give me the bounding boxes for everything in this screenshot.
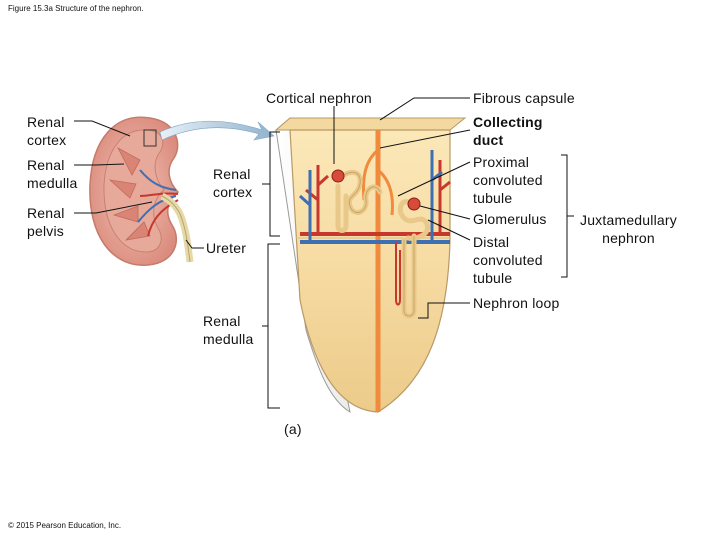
magnify-arrow [159, 120, 275, 141]
juxtamedullary-nephron-label: Juxtamedullary nephron [580, 212, 677, 246]
left-renal-pelvis-label: Renal pelvis [27, 205, 65, 239]
ureter-label: Ureter [206, 240, 247, 256]
kidney-cross-section [89, 116, 194, 266]
cortical-nephron-label: Cortical nephron [266, 90, 372, 106]
middle-renal-cortex-label: Renal cortex [213, 166, 253, 200]
glomerulus-label: Glomerulus [473, 211, 547, 227]
left-renal-cortex-label: Renal cortex [27, 114, 67, 148]
collecting-duct-label: Collecting duct [473, 114, 543, 148]
middle-renal-medulla-label: Renal medulla [203, 313, 254, 347]
copyright-notice: © 2015 Pearson Education, Inc. [8, 521, 122, 530]
proximal-convoluted-tubule-label: Proximal convoluted tubule [473, 154, 543, 206]
leader-lines [74, 97, 574, 409]
left-renal-medulla-label: Renal medulla [27, 157, 78, 191]
kidney-wedge [274, 117, 467, 414]
figure-title: Figure 15.3a Structure of the nephron. [8, 4, 144, 13]
fibrous-capsule-label: Fibrous capsule [473, 90, 575, 106]
nephron-loop-label: Nephron loop [473, 295, 560, 311]
panel-letter: (a) [284, 421, 302, 437]
distal-convoluted-tubule-label: Distal convoluted tubule [473, 234, 543, 286]
